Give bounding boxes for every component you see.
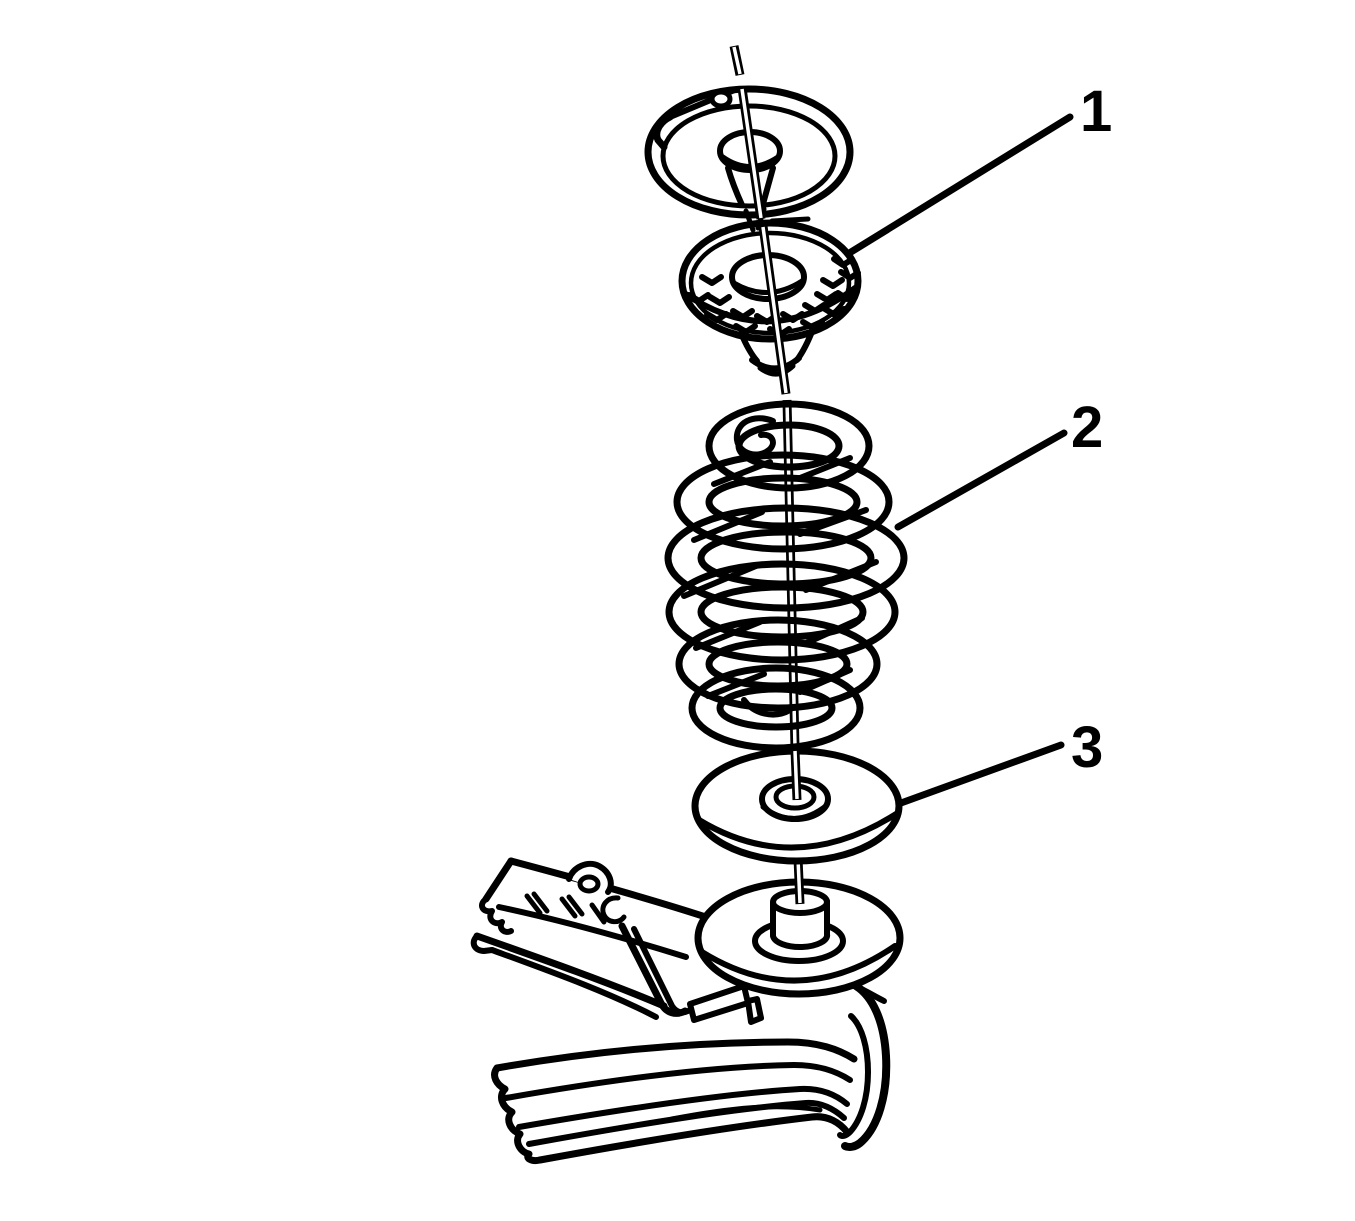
callouts: 1 2 3 [847,79,1112,807]
rod-core [732,46,742,75]
cone-dash-left [743,208,756,233]
washer-rim-thickness [696,811,899,851]
hatch-mark [531,891,550,914]
funnel-lip [757,363,796,377]
insulator-rim-inner-edge [688,230,852,336]
lower-seat-tab-step [745,996,764,1025]
callout-3-label: 3 [1071,715,1103,780]
strut-rod-upper [729,45,791,395]
arm-strut-edge-2 [631,926,691,1016]
tread-mark [822,306,847,318]
tread-mark [838,269,861,281]
coil-top-end-curl [733,415,776,458]
crossmember-left-cap [491,1064,544,1164]
arm-rail-1 [473,932,668,1010]
hatch-mark [524,893,543,916]
cone-left-edge [725,165,745,208]
crossmember-bottom-edge [536,1113,851,1164]
strut-rod-segment-washer [790,749,802,801]
seat-fold [653,113,674,151]
coil-back-line [693,619,763,651]
funnel-cup [749,355,802,372]
tread-mark [686,292,711,304]
callout-1-leader [847,113,1074,256]
bracket-slot [600,895,627,925]
coil-spring [664,400,908,752]
hatch-mark [559,896,578,919]
arm-left-cap [482,857,515,903]
tread-mark [730,308,755,320]
strut-rod-segment-lower [793,857,805,905]
suspension-arm [470,857,743,1020]
tread-mark [780,311,805,323]
crossmember-line [516,1085,850,1130]
rail-outer-arc [841,982,891,1151]
arm-hatch-marks [524,891,607,925]
tread-mark [699,274,724,286]
callout-1-label: 1 [1080,79,1112,144]
bracket-hole [577,874,601,894]
frame-underbody [470,857,891,1164]
seat-eyelet [709,89,733,109]
crossmember-seam [669,1104,823,1122]
insulator-funnel [738,326,816,377]
arm-rail-cap [470,933,495,954]
tread-mark [820,277,845,289]
tread-mark [802,302,827,314]
lower-seat-tab [687,983,751,1023]
arm-face-edge [496,904,689,960]
tread-mark [707,294,732,306]
frame-rail-end [837,982,891,1151]
seat-cone [725,165,811,233]
washer-grommet-depth [760,802,830,821]
arm-bracket [566,860,627,925]
crossmember-line [503,1062,853,1101]
coil-turn-6 [688,664,864,752]
tread-mark [704,311,729,323]
callout-2-leader [894,429,1068,531]
tread-mark [835,290,858,302]
upper-spring-seat [636,58,854,233]
callout-2-label: 2 [1071,395,1103,460]
hatch-mark [589,902,607,925]
cone-tip-edge [769,216,811,224]
coil-turn-1 [705,400,873,492]
coil-turn-5 [675,616,881,712]
rod-core [793,750,799,800]
seat-cutout-mask [636,58,745,132]
frame-crossmember [491,1038,858,1164]
lower-spring-seat [687,878,904,1025]
lower-seat-rim-thickness [699,943,898,984]
rod-core [740,88,763,219]
cone-right-edge [760,165,776,207]
tread-mark [831,256,854,268]
rod-core [761,226,788,394]
rod-core [796,858,802,904]
coil-turn-4 [665,560,899,664]
hatch-mark [566,894,585,917]
crossmember-top-edge [493,1038,858,1072]
callout-3-leader [897,741,1065,807]
tread-mark [733,323,758,335]
tread-mark [814,291,839,303]
arm-rail-2 [489,947,659,1020]
arm-left-jog [479,896,514,935]
rail-inner-arc [837,1013,871,1139]
lower-spring-insulator [691,747,903,865]
